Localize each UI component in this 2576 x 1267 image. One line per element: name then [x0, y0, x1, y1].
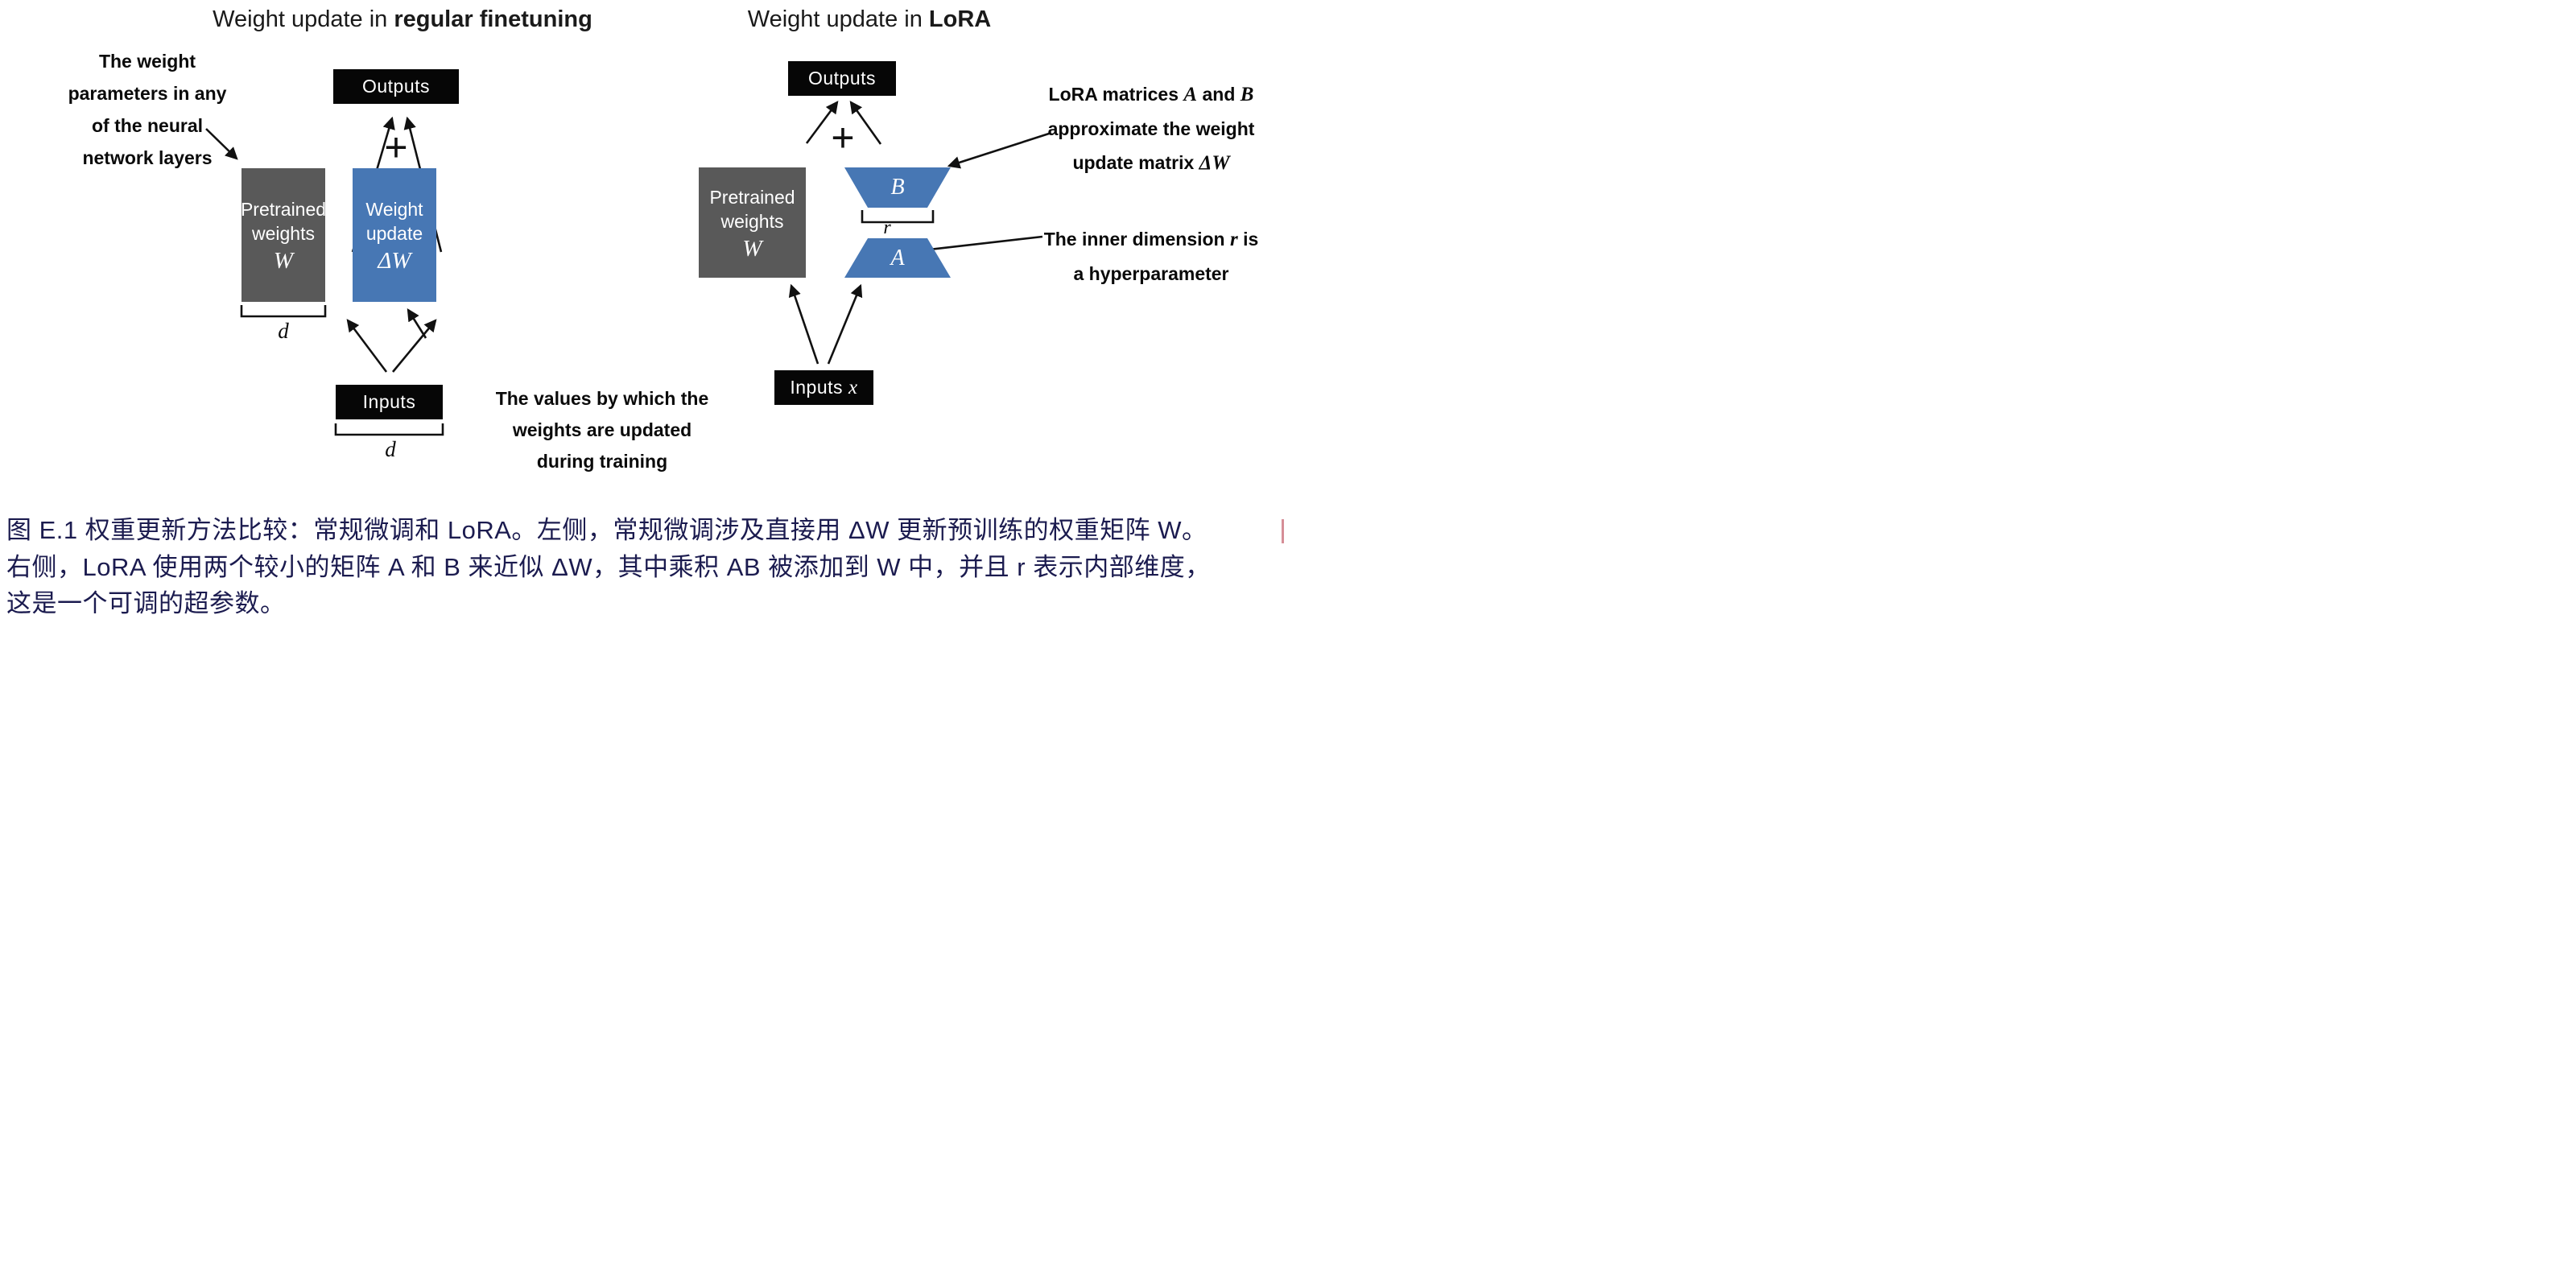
annotation-line: LoRA matrices A and B	[1038, 77, 1264, 112]
b-symbol: B	[1240, 84, 1254, 105]
inputs-box-left: Inputs	[336, 385, 443, 419]
right-title: Weight update in LoRA	[733, 6, 1006, 33]
annotation-lora-matrices: LoRA matrices A and B approximate the we…	[1038, 77, 1264, 180]
annotation-line: network layers	[82, 147, 213, 168]
caption-line: 右侧，LoRA 使用两个较小的矩阵 A 和 B 来近似 ΔW，其中乘积 AB 被…	[6, 552, 1211, 581]
a-symbol: A	[1183, 84, 1198, 105]
pretrained-label-line: Pretrained	[709, 186, 795, 208]
annotation-line: The weight	[98, 51, 196, 72]
dimension-bracket-inputs-icon	[334, 423, 444, 436]
update-label-line: Weight	[365, 199, 423, 220]
arrow-inputsx-to-a	[827, 283, 863, 365]
outputs-label: Outputs	[361, 76, 431, 97]
pretrained-weights-box-right: Pretrained weights W	[699, 167, 806, 278]
arrow-values-annotation-to-update	[407, 308, 427, 339]
w-symbol: W	[273, 248, 294, 274]
arrow-inputs-to-pretrained-left	[346, 319, 388, 373]
dimension-d-label-inputs: d	[374, 437, 407, 462]
delta-w-symbol: ΔW	[1199, 152, 1230, 174]
pretrained-weights-box-left: Pretrained weights W	[240, 168, 327, 302]
lora-matrix-b: B	[844, 167, 951, 208]
arrow-lora-annotation-to-b	[947, 132, 1050, 169]
annotation-line: update matrix ΔW	[1038, 146, 1264, 180]
d-glyph: d	[278, 319, 289, 343]
left-title: Weight update in regular finetuning	[185, 6, 620, 33]
r-glyph: r	[883, 217, 891, 238]
annotation-values: The values by which the weights are upda…	[489, 383, 715, 477]
rank-r-label: r	[871, 217, 903, 239]
b-symbol: B	[890, 175, 905, 200]
pretrained-label-line: weights	[720, 210, 784, 232]
inputs-label: Inputs	[790, 377, 844, 398]
a-symbol: A	[890, 245, 905, 270]
caption-line: 这是一个可调的超参数。	[6, 589, 286, 617]
d-glyph: d	[385, 437, 396, 461]
outputs-label: Outputs	[807, 68, 877, 89]
inputs-label: Inputs	[362, 391, 416, 412]
outputs-box-left: Outputs	[333, 69, 459, 104]
pretrained-label-line: Pretrained	[240, 199, 327, 220]
lora-matrix-a: A	[844, 238, 951, 278]
annotation-weight-parameters: The weight parameters in any of the neur…	[47, 45, 248, 174]
text-run: is	[1237, 229, 1259, 250]
arrow-inputsx-to-pretrained	[788, 283, 819, 365]
text-run: LoRA matrices	[1048, 84, 1184, 105]
annotation-line: The inner dimension r is	[1038, 222, 1264, 257]
right-title-prefix: Weight update in	[747, 6, 929, 32]
annotation-line: during training	[536, 451, 668, 472]
arrow-rank-annotation-to-r	[913, 235, 1043, 257]
annotation-line: a hyperparameter	[1073, 263, 1229, 284]
dimension-bracket-w-icon	[240, 305, 327, 318]
plus-sign-left: +	[379, 127, 413, 167]
update-label-line: update	[365, 223, 423, 244]
pretrained-label-line: weights	[252, 223, 315, 244]
text-run: update matrix	[1072, 152, 1199, 173]
weight-update-box: Weight update ΔW	[353, 168, 436, 302]
arrow-inputs-to-update-left	[391, 319, 437, 373]
delta-w-symbol: ΔW	[378, 248, 411, 274]
right-title-bold: LoRA	[928, 6, 992, 32]
left-title-bold: regular finetuning	[394, 6, 592, 32]
x-symbol: x	[848, 376, 858, 398]
annotation-line: weights are updated	[512, 419, 692, 440]
w-symbol: W	[742, 235, 762, 262]
text-cursor-mark	[1282, 519, 1284, 543]
figure-canvas: Weight update in regular finetuning The …	[0, 0, 1288, 634]
plus-glyph: +	[831, 115, 855, 160]
figure-caption: 图 E.1 权重更新方法比较：常规微调和 LoRA。左侧，常规微调涉及直接用 Δ…	[6, 512, 1286, 622]
annotation-line: parameters in any	[68, 83, 227, 104]
outputs-box-right: Outputs	[788, 61, 896, 96]
annotation-line: approximate the weight	[1047, 118, 1255, 139]
text-run: and	[1197, 84, 1241, 105]
annotation-inner-dimension: The inner dimension r is a hyperparamete…	[1038, 222, 1264, 291]
caption-line: 图 E.1 权重更新方法比较：常规微调和 LoRA。左侧，常规微调涉及直接用 Δ…	[6, 516, 1208, 544]
annotation-line: of the neural	[91, 115, 203, 136]
plus-glyph: +	[384, 125, 408, 170]
plus-sign-right: +	[826, 118, 860, 158]
dimension-d-label-w: d	[267, 319, 299, 344]
left-title-prefix: Weight update in	[213, 6, 394, 32]
text-run: The inner dimension	[1043, 229, 1230, 250]
r-glyph: r	[1230, 229, 1238, 250]
annotation-line: The values by which the	[495, 388, 709, 409]
